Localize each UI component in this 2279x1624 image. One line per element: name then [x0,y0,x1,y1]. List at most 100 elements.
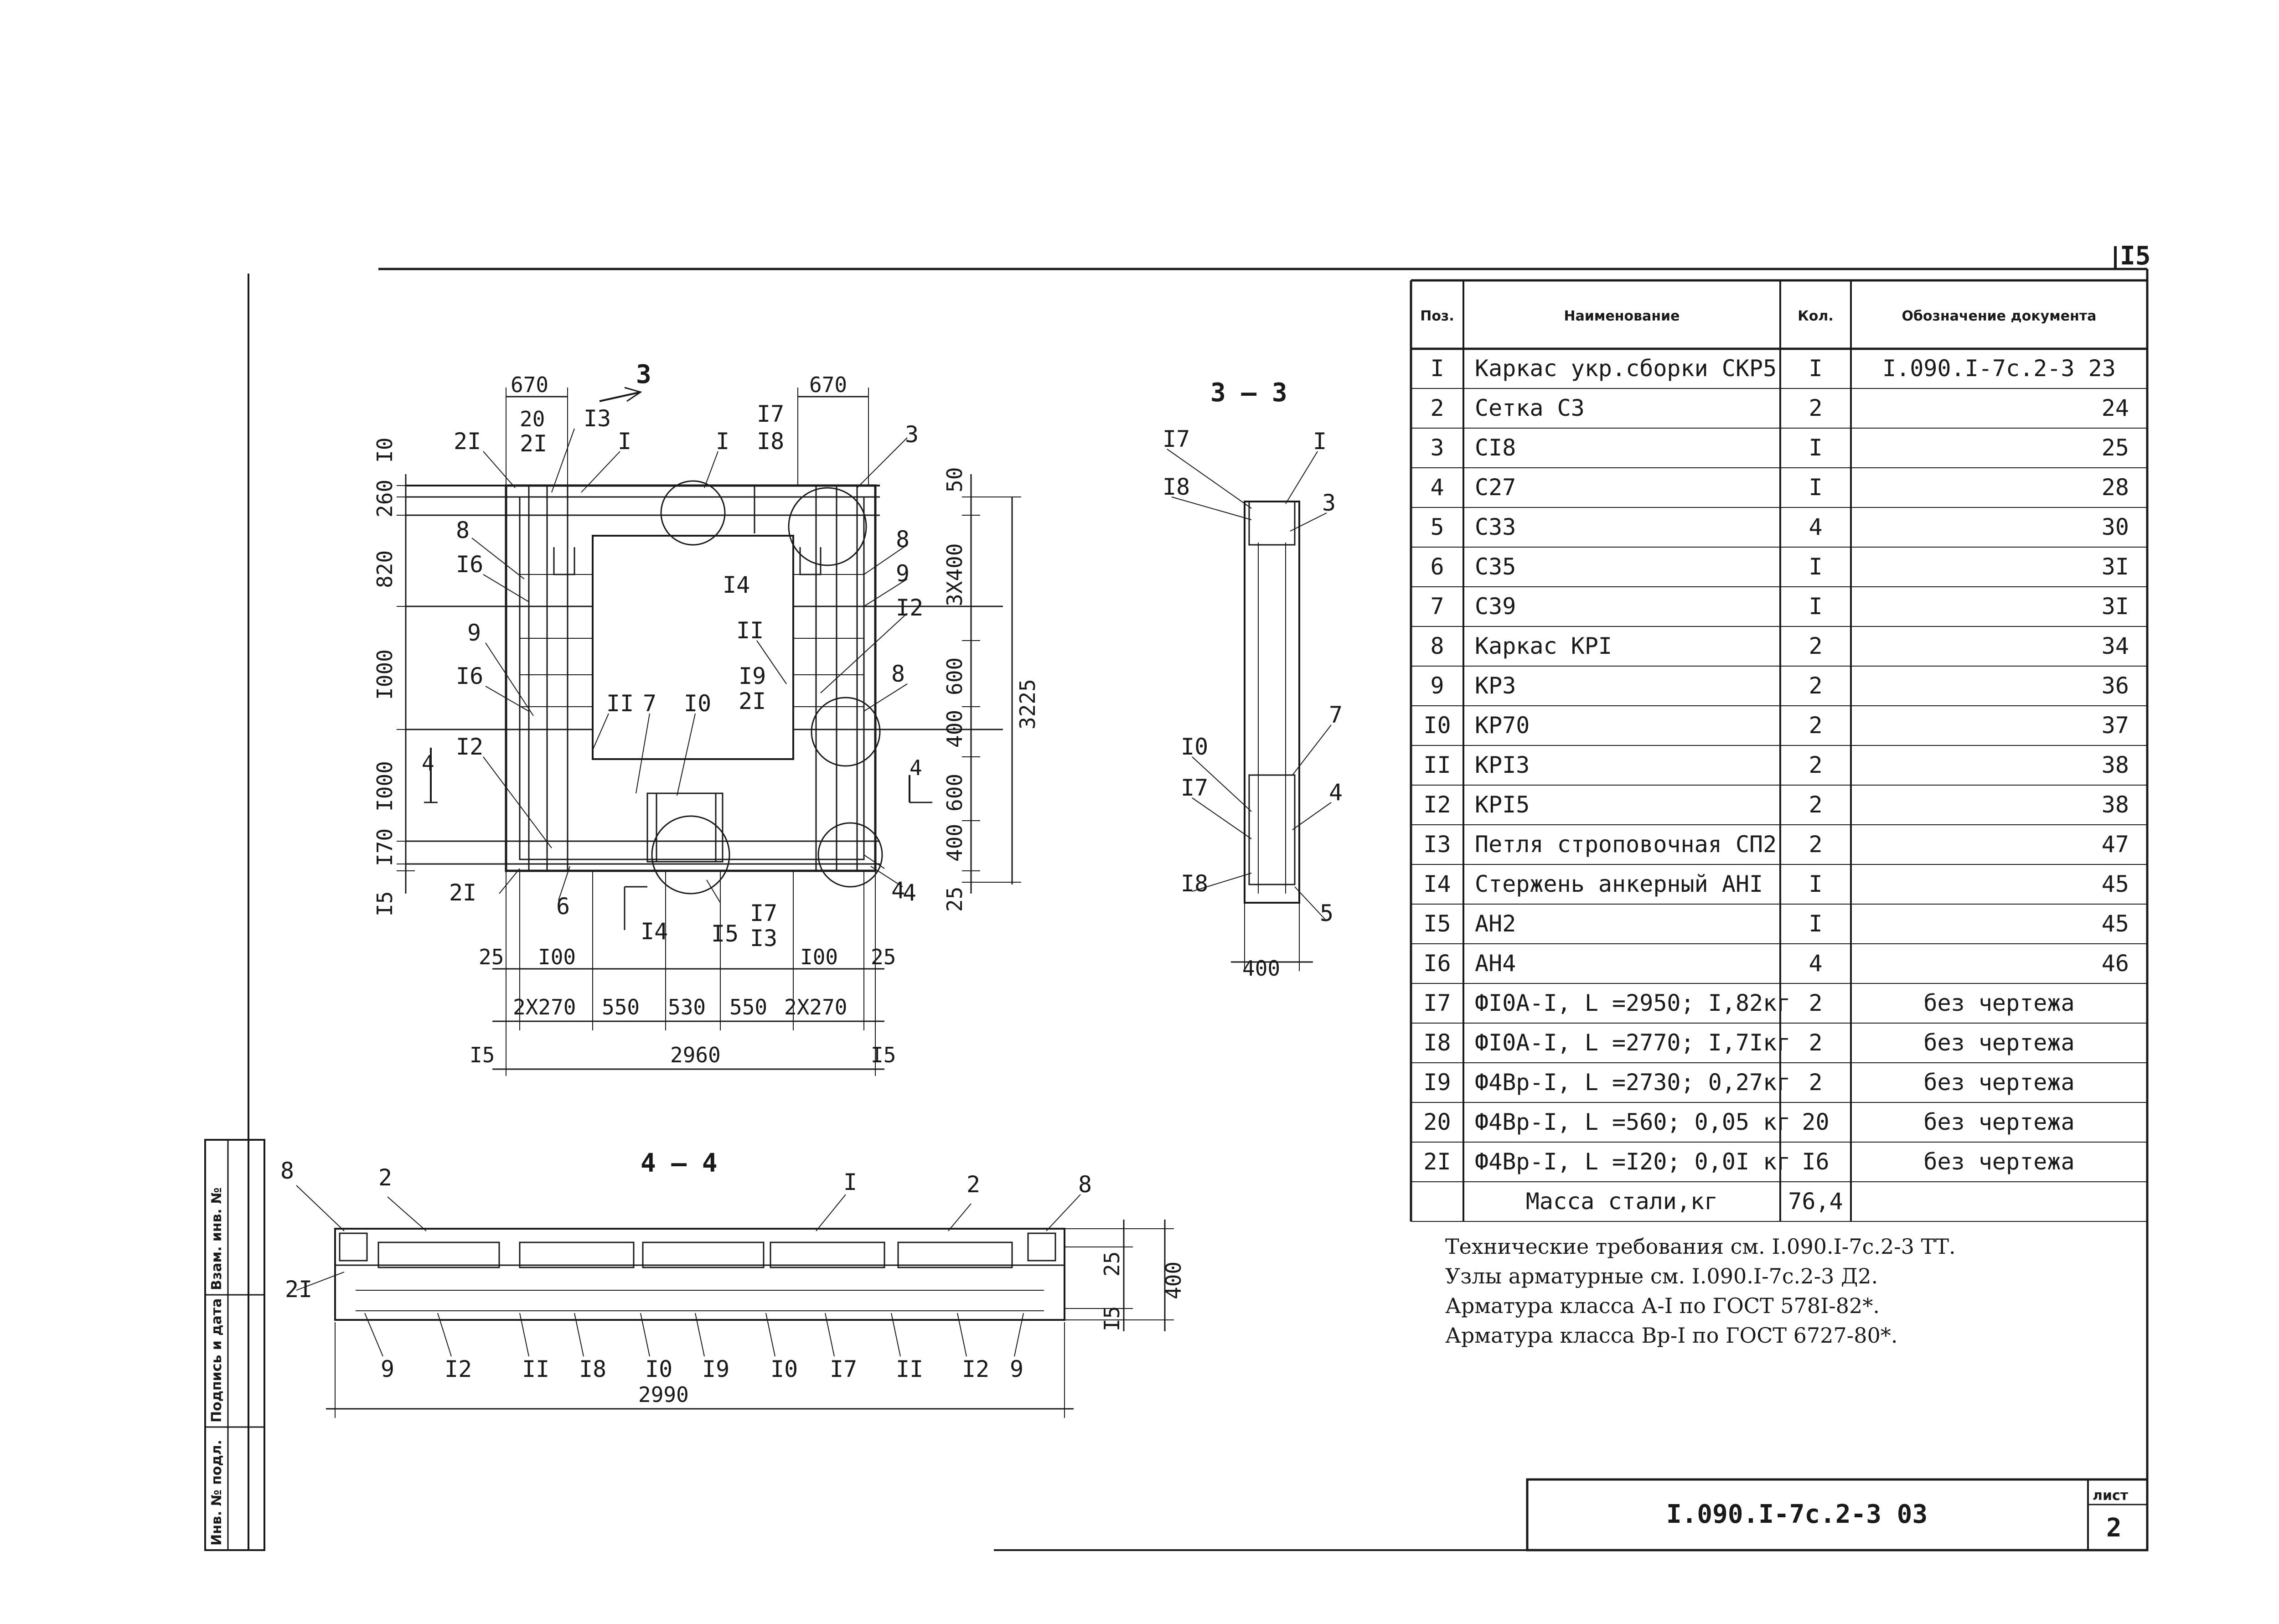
table-cell-qty: 4 [1809,514,1822,540]
table-cell-qty: 2 [1809,1029,1822,1056]
table-cell-name: С33 [1475,514,1516,540]
sheet-label: лист [2093,1488,2129,1504]
table-cell-pos: I2 [1423,791,1451,818]
table-cell-pos: 7 [1430,593,1444,620]
plan-top-dim-20: 20 [520,407,545,431]
table-cell-qty: 2 [1809,752,1822,778]
table-cell-doc: 3I [2102,593,2129,620]
table-cell-pos: I [1430,355,1444,382]
section-44-title: 4 – 4 [641,1148,718,1178]
note-line: Арматура класса Вр-I по ГОСТ 6727-80*. [1445,1323,1897,1348]
title-block [1526,1478,2149,1552]
plan-bottom-dim: 530 [668,995,706,1019]
callout: I7 [830,1356,857,1382]
callout: 9 [896,560,910,587]
table-cell-name: С39 [1475,593,1516,620]
table-cell-doc: 45 [2102,910,2129,937]
note-line: Арматура класса А-I по ГОСТ 578I-82*. [1445,1293,1880,1318]
plan-top-dim-left: 670 [511,372,548,397]
table-cell-pos: 9 [1430,672,1444,699]
table-cell-qty: I [1809,355,1822,382]
table-cell-name: Ф4Вр-I, L =560; 0,05 кг [1475,1109,1790,1135]
plan-callouts [471,428,908,903]
plan-left-dim: I0 [372,438,397,463]
table-cell-name: КРI5 [1475,791,1530,818]
callout: 2I [520,430,547,457]
callout: I6 [456,663,483,689]
callout: II [896,1356,923,1382]
table-cell-pos: II [1423,752,1451,778]
callout: 7 [1329,702,1343,728]
section-4-4 [296,1185,1174,1418]
callout: 8 [1078,1171,1092,1198]
plan-bottom-dim: 550 [729,995,767,1019]
callout: 2I [285,1276,312,1303]
callout: 4 [1329,779,1343,806]
callout: I8 [757,428,784,455]
plan-section-mark: 3 [636,360,651,389]
table-cell-doc: 28 [2102,474,2129,501]
table-cell-pos: 6 [1430,553,1444,580]
table-cell-doc: без чертежа [1923,990,2074,1016]
spec-table-grid [1410,279,2149,1222]
callout: 9 [467,620,481,646]
sheet-corner-mark: I5 [2120,241,2150,271]
table-cell-qty: 2 [1809,1069,1822,1096]
table-cell-pos: I4 [1423,871,1451,897]
callout: 4 [891,877,905,904]
table-total-value: 76,4 [1788,1188,1843,1215]
table-cell-pos: I5 [1423,910,1451,937]
callout: I [716,428,729,455]
plan-left-dim: I5 [372,891,397,916]
doc-code: I.090.I-7c.2-3 03 [1666,1500,1928,1529]
callout: I0 [770,1356,798,1382]
callout: I2 [962,1356,989,1382]
table-cell-name: АН2 [1475,910,1516,937]
section-33-title: 3 – 3 [1210,378,1287,408]
table-cell-name: Стержень анкерный АНI [1475,871,1763,897]
table-cell-qty: 2 [1809,990,1822,1016]
callout: I4 [723,572,750,598]
table-cell-name: Сетка С3 [1475,395,1585,421]
callout: 2 [966,1171,980,1198]
note-line: Узлы арматурные см. I.090.I-7c.2-3 Д2. [1445,1264,1878,1288]
table-cell-name: КР70 [1475,712,1530,739]
table-header: Поз. [1420,308,1454,324]
table-cell-doc: 46 [2102,950,2129,977]
callout: I8 [579,1356,606,1382]
table-header: Обозначение документа [1902,308,2097,324]
callout: I9 [702,1356,729,1382]
callout: I0 [684,690,711,717]
table-cell-pos: I9 [1423,1069,1451,1096]
plan-top-dim-right: 670 [809,372,847,397]
callout: I0 [1181,734,1208,760]
table-cell-doc: 38 [2102,791,2129,818]
callout: 2I [739,688,766,714]
table-cell-doc: 25 [2102,434,2129,461]
table-cell-qty: 2 [1809,633,1822,659]
table-cell-pos: I3 [1423,831,1451,858]
table-cell-name: С27 [1475,474,1516,501]
table-cell-doc: 45 [2102,871,2129,897]
plan-bottom-dim: 25 [871,945,896,969]
table-cell-doc: 34 [2102,633,2129,659]
callout: 2I [454,428,481,455]
callout: I [843,1169,857,1195]
section-33-width: 400 [1242,956,1280,981]
callout: I7 [757,401,784,427]
callout: 8 [891,661,905,687]
plan-bottom-offset: I5 [470,1043,495,1067]
plan-overall-height: 3225 [1015,679,1040,729]
table-cell-qty: 2 [1809,672,1822,699]
plan-bottom-total: 2960 [670,1043,721,1067]
section-44-total: 2990 [638,1382,689,1407]
table-cell-pos: I0 [1423,712,1451,739]
plan-right-dim: 3X400 [942,543,967,606]
section-44-dim: 25 [1100,1252,1124,1277]
table-cell-name: Ф4Вр-I, L =2730; 0,27кг [1475,1069,1790,1096]
callout: I [618,428,631,455]
plan-view [397,387,1021,1076]
plan-right-dim: 600 [942,657,967,695]
